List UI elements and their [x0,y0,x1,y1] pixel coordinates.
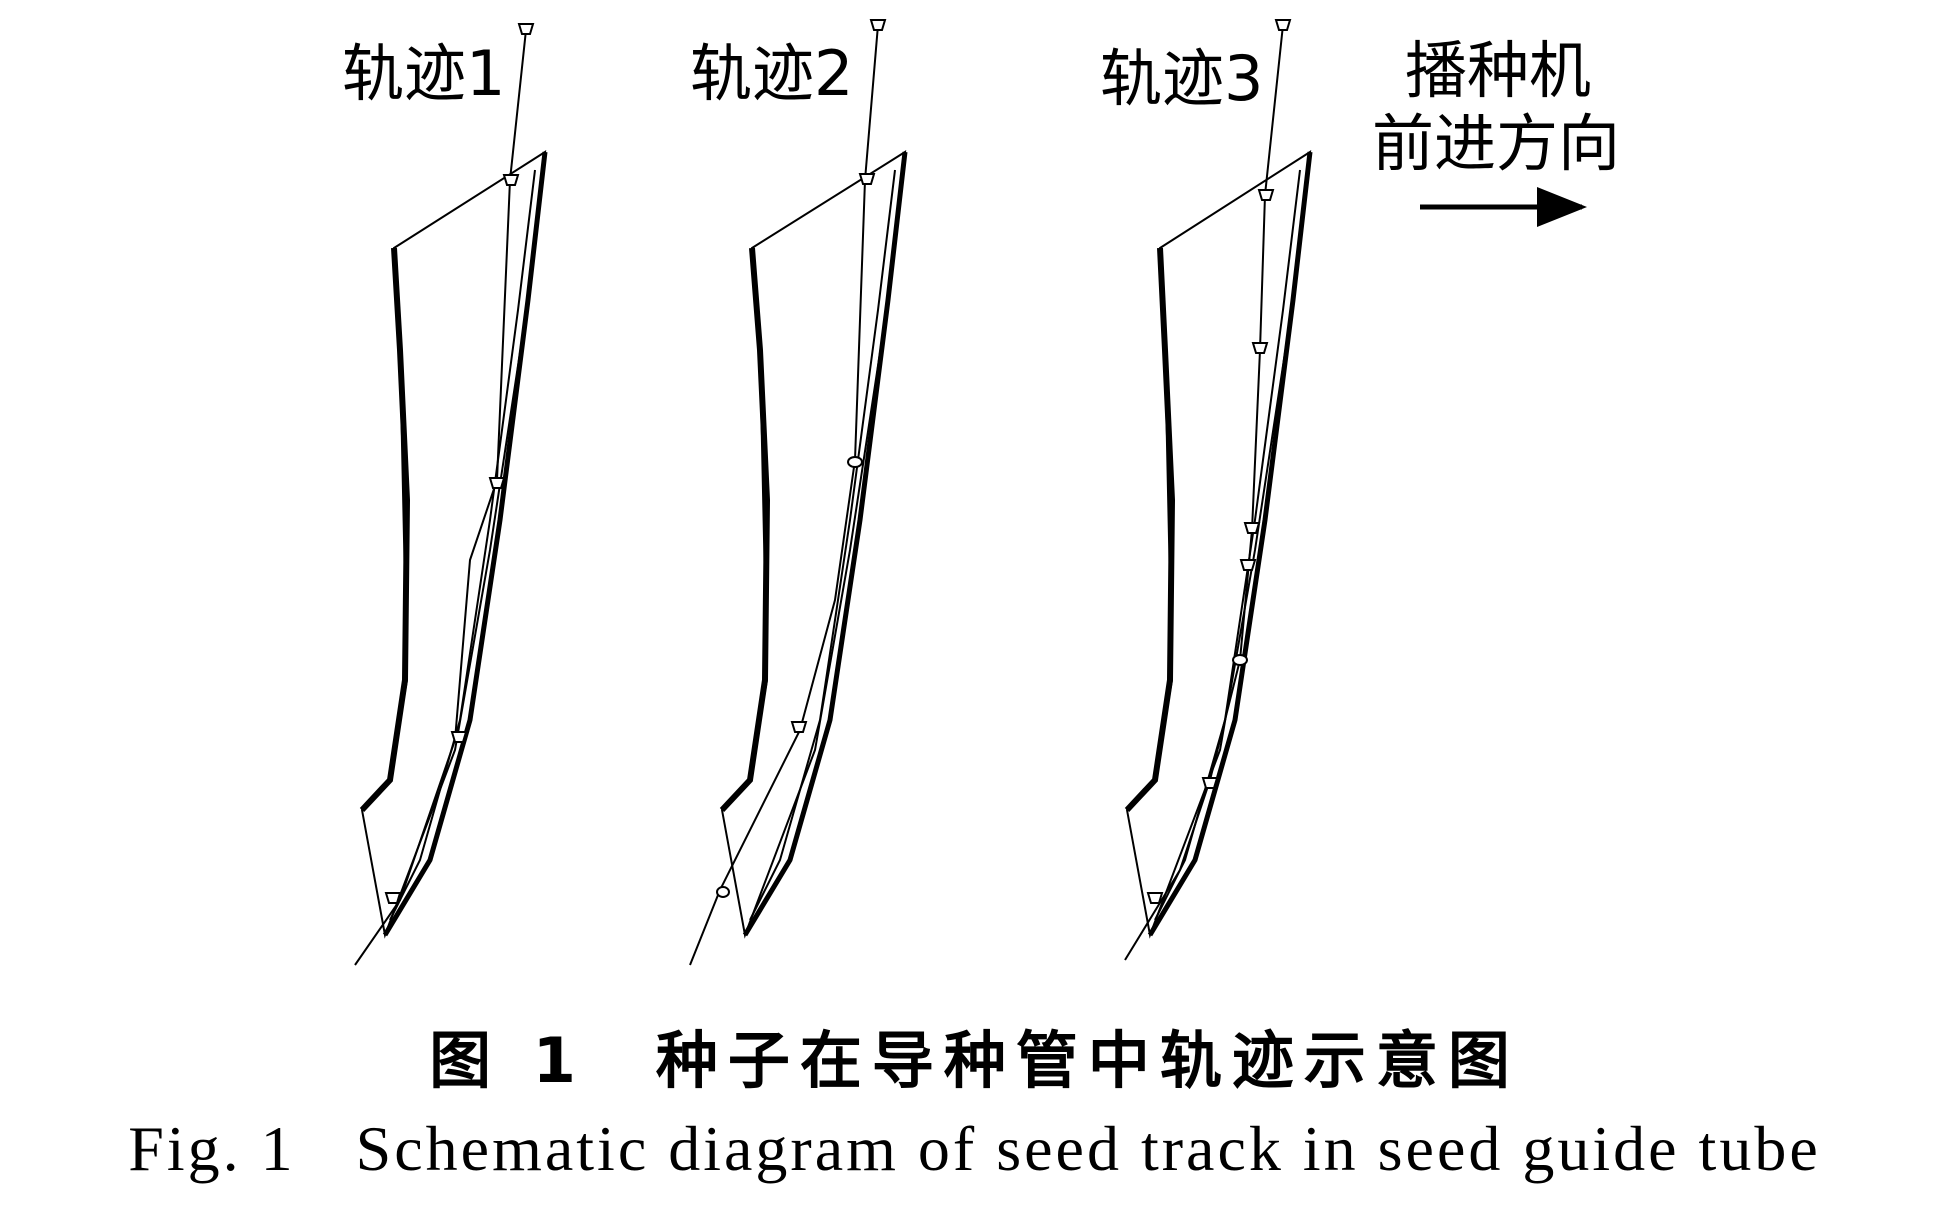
seed-marker [847,456,863,468]
tube-1-back-wall [359,247,411,813]
caption-en-figure-number: Fig. 1 [128,1113,296,1184]
tube-1-outline [360,150,547,939]
seed-marker [1201,777,1219,789]
seed-markers-3 [1146,19,1292,904]
seed-track-2-path [689,24,879,966]
tube-3-front-wall [1147,151,1313,937]
seed-markers-1 [384,23,535,904]
seed-marker [858,173,876,185]
tube-3-outline [1125,150,1312,939]
tube-2-inner-wall [749,169,896,921]
seed-marker [1243,522,1261,534]
seed-marker [450,731,468,743]
direction-label-line1: 播种机 [1405,34,1591,107]
tube-2-front-wall [742,151,908,937]
seed-marker [1239,559,1257,571]
direction-label-line2: 前进方向 [1372,107,1620,180]
seed-marker [1146,892,1164,904]
seed-marker [1257,189,1275,201]
track-2-label: 轨迹2 [690,37,853,110]
tube-3 [1124,19,1313,961]
track-3-label: 轨迹3 [1100,42,1263,115]
seed-marker [1274,19,1292,31]
seed-marker [517,23,535,35]
seed-markers-2 [716,19,887,898]
caption-chinese: 图 1 种子在导种管中轨迹示意图 [0,1010,1949,1100]
tube-3-back-wall [1124,247,1176,813]
tube-1-inner-wall [389,169,536,921]
caption-english: Fig. 1 Schematic diagram of seed track in… [0,1112,1949,1186]
seed-marker [790,721,808,733]
caption-cn-title: 种子在导种管中轨迹示意图 [655,1024,1520,1097]
track-1-label: 轨迹1 [342,37,505,110]
tube-2-outline [720,150,907,939]
tube-3-inner-wall [1154,169,1301,921]
tube-1-front-wall [382,151,548,937]
seed-marker [1232,654,1248,666]
tube-2-back-wall [719,247,771,813]
tube-1 [354,23,548,966]
seed-marker [488,477,506,489]
seed-marker [869,19,887,31]
seed-marker [1251,342,1269,354]
tube-2 [689,19,908,966]
caption-cn-figure-number: 图 1 [429,1024,586,1097]
seed-marker [384,892,402,904]
seed-marker [502,174,520,186]
seed-marker [716,886,730,898]
caption-en-title: Schematic diagram of seed track in seed … [355,1113,1821,1184]
seed-track-3-path [1124,24,1284,961]
